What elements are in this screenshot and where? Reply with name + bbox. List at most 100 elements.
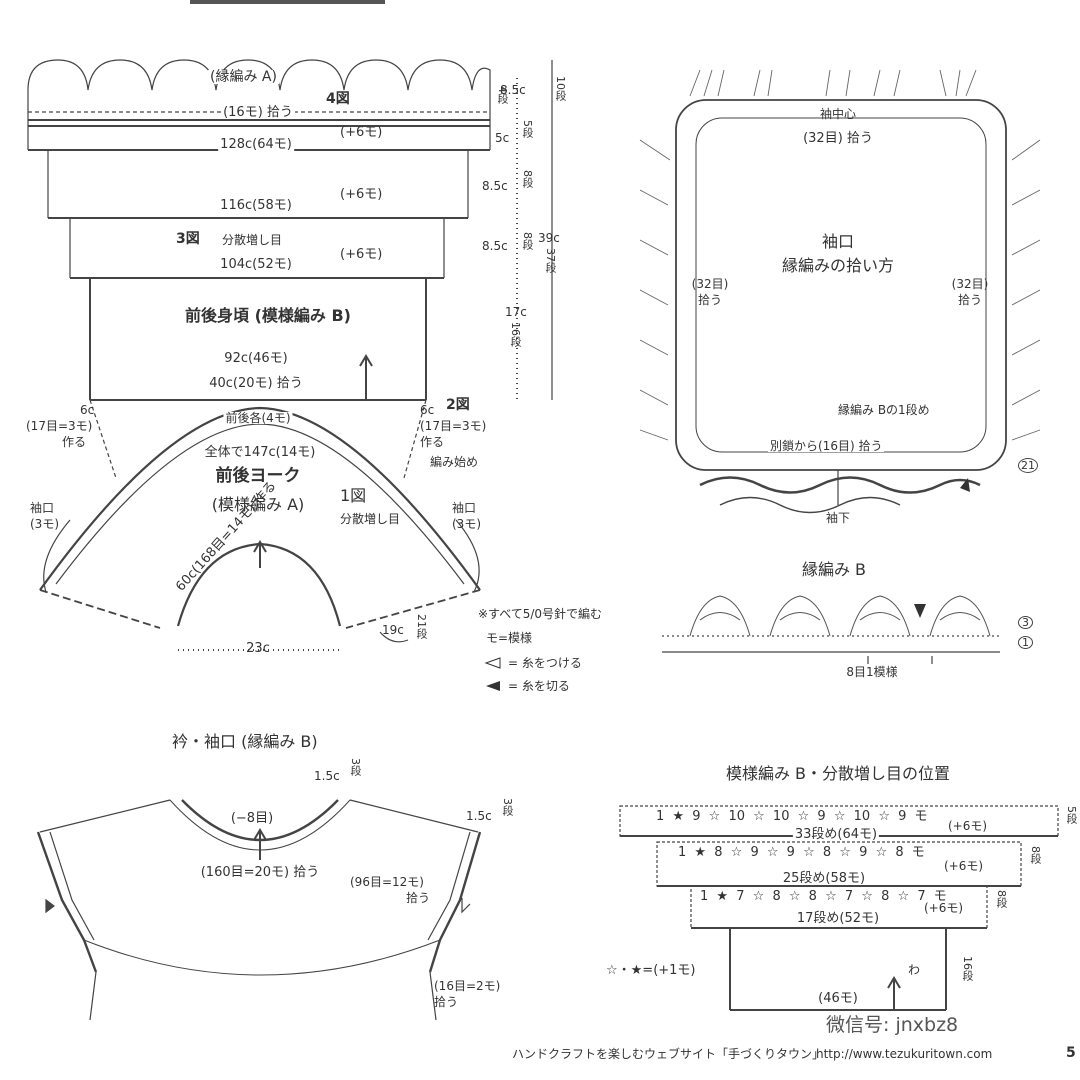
note-motif: モ=模様 — [486, 631, 533, 645]
increase-16-rows: 16段 — [961, 956, 974, 981]
cuff-right-motifs: (3モ) — [452, 517, 481, 531]
yoke-19c: 19c — [382, 623, 404, 637]
width-116: 116c(58モ) — [218, 198, 294, 213]
yoke-dispersed: 分散増し目 — [340, 512, 401, 526]
collar-3-rows: 3段 — [349, 758, 362, 776]
figure-4-label: 4図 — [324, 91, 352, 107]
yoke-start: 編み始め — [430, 455, 479, 469]
edging-a-label: (縁編み A) — [208, 69, 279, 85]
increase-legend: ☆・★=(+1モ) — [606, 963, 696, 978]
left-6c: 6c — [80, 403, 95, 417]
collar-decrease-8: (−8目) — [230, 811, 274, 826]
collar-pick-160: (160目=20モ) 拾う — [200, 865, 320, 880]
yoke-21-rows: 21段 — [415, 614, 428, 639]
cuff-right-label: 袖口 — [452, 501, 477, 515]
note-needle: ※すべて5/0号針で編む — [478, 607, 603, 621]
sleeve-pick-right: (32目) — [951, 277, 989, 291]
dim-8-rows-b: 8段 — [521, 232, 534, 250]
increase-6-c: (+6モ) — [340, 247, 383, 262]
increase-row1-label: 33段め(64モ) — [792, 827, 880, 842]
width-104: 104c(52モ) — [218, 257, 294, 272]
dim-17c: 17c — [505, 305, 527, 319]
note-attach-yarn: = 糸をつける — [508, 656, 582, 670]
dim-8-rows-a: 8段 — [521, 170, 534, 188]
collar-1-5c-right: 1.5c — [466, 809, 492, 823]
increase-row2-inc: (+6モ) — [944, 859, 984, 873]
width-128: 128c(64モ) — [218, 137, 294, 152]
sleeve-title: 袖口 — [821, 232, 855, 251]
pick-up-40: 40c(20モ) 拾う — [207, 376, 305, 391]
increase-row1-inc: (+6モ) — [948, 819, 988, 833]
yoke-subtitle: (模様編み A) — [211, 495, 305, 514]
dim-8-5c-top: 8.5c — [500, 83, 526, 97]
sleeve-chain-pick: 別鎖から(16目) 拾う — [768, 439, 885, 453]
sleeve-subtitle: 縁編みの拾い方 — [781, 256, 895, 275]
sleeve-pick-left-2: 拾う — [697, 293, 723, 307]
sleeve-row-21: 21 — [1018, 458, 1038, 473]
yoke-total: 全体で147c(14モ) — [202, 445, 318, 460]
increase-row2-label: 25段め(58モ) — [780, 871, 868, 886]
figure-2-label: 2図 — [446, 397, 470, 413]
increase-8-rows-b: 8段 — [995, 890, 1008, 908]
edging-b-title: 縁編み B — [801, 560, 867, 579]
increase-8-rows-a: 8段 — [1029, 846, 1042, 864]
sleeve-pick-top: (32目) 拾う — [801, 131, 875, 146]
right-make: 作る — [420, 435, 445, 449]
left-17-stitches: (17目=3モ) — [26, 419, 93, 433]
edging-b-row1: 1 — [1018, 636, 1033, 649]
yoke-each-4: 前後各(4モ) — [223, 411, 293, 425]
collar-title: 衿・袖口 (縁編み B) — [172, 732, 318, 751]
dim-37-rows: 37段 — [544, 248, 557, 273]
edging-b-row3: 3 — [1018, 616, 1033, 629]
figure-3-label: 3図 — [176, 231, 200, 247]
dim-5-rows: 5段 — [521, 120, 534, 138]
sleeve-pick-right-2: 拾う — [957, 293, 983, 307]
increase-wa: わ — [908, 963, 921, 977]
right-6c: 6c — [420, 403, 435, 417]
sleeve-edging-row1: 縁編み Bの1段め — [838, 403, 930, 417]
body-title: 前後身頃 (模様編み B) — [185, 306, 351, 325]
note-cut-yarn: = 糸を切る — [508, 679, 570, 693]
dim-8-5c-a: 8.5c — [482, 179, 508, 193]
dim-5c: 5c — [495, 131, 510, 145]
increase-6-b: (+6モ) — [340, 187, 383, 202]
figure-1-label: 1図 — [340, 486, 367, 505]
footer-url[interactable]: http://www.tezukuritown.com — [816, 1047, 993, 1061]
sleeve-pick-left: (32目) — [691, 277, 729, 291]
dim-10-rows: 10段 — [554, 76, 567, 101]
pick-up-16: (16モ) 拾う — [221, 105, 295, 120]
increase-row3-inc: (+6モ) — [924, 901, 964, 915]
yoke-title: 前後ヨーク — [215, 466, 301, 486]
wechat-watermark: 微信号: jnxbz8 — [826, 1014, 959, 1036]
sleeve-underarm: 袖下 — [825, 511, 851, 525]
footer-site: ハンドクラフトを楽しむウェブサイト「手づくりタウン」 — [512, 1047, 825, 1061]
collar-1-5c: 1.5c — [314, 769, 340, 783]
page-number: 5 — [1066, 1045, 1076, 1061]
dim-4-rows: 4段 — [496, 86, 509, 104]
increase-6-a: (+6モ) — [340, 125, 383, 140]
dim-16-rows: 16段 — [509, 322, 522, 347]
dispersed-increase-3: 分散増し目 — [222, 233, 283, 247]
edging-b-repeat: 8目1模様 — [846, 665, 898, 679]
cuff-left-label: 袖口 — [30, 501, 55, 515]
increase-bottom: (46モ) — [818, 991, 858, 1006]
collar-3-rows-right: 3段 — [501, 798, 514, 816]
cuff-left-motifs: (3モ) — [30, 517, 59, 531]
collar-pick-96: (96目=12モ) — [350, 875, 424, 889]
increase-5-rows: 5段 — [1065, 806, 1078, 824]
collar-pick-96-b: 拾う — [406, 891, 431, 905]
collar-pick-16-b: 拾う — [434, 995, 459, 1009]
increase-row3-label: 17段め(52モ) — [794, 911, 882, 926]
dim-39c: 39c — [538, 231, 560, 245]
increase-title: 模様編み B・分散増し目の位置 — [725, 764, 951, 783]
dim-8-5c-b: 8.5c — [482, 239, 508, 253]
right-17-stitches: (17目=3モ) — [420, 419, 487, 433]
increase-row1: 1 ★ 9 ☆ 10 ☆ 10 ☆ 9 ☆ 10 ☆ 9 モ — [656, 809, 928, 824]
increase-row2: 1 ★ 8 ☆ 9 ☆ 9 ☆ 8 ☆ 9 ☆ 8 モ — [678, 845, 925, 860]
left-make: 作る — [62, 435, 87, 449]
increase-row3: 1 ★ 7 ☆ 8 ☆ 8 ☆ 7 ☆ 8 ☆ 7 モ — [700, 889, 947, 904]
width-92: 92c(46モ) — [222, 351, 290, 366]
sleeve-center: 袖中心 — [819, 107, 857, 121]
yoke-23c: 23c — [246, 641, 270, 656]
